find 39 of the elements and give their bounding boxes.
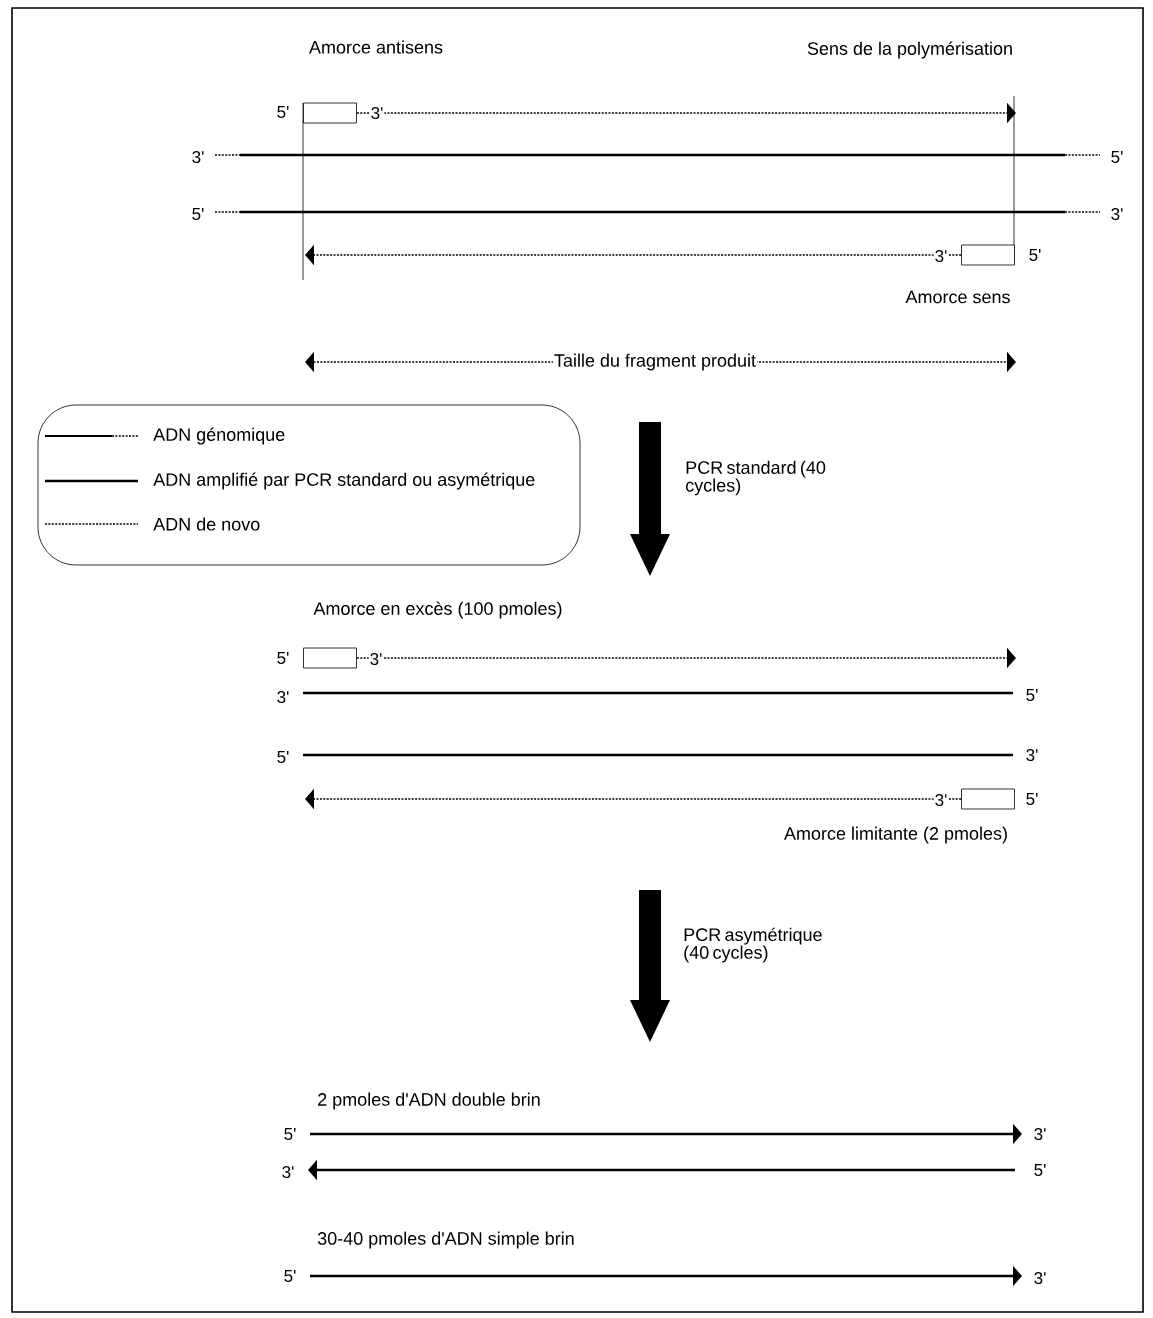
end-label: 5' [1024,792,1040,806]
step-label: PCR asymétrique (40 cycles) [684,927,822,963]
primer-label: Amorce en excès (100 pmoles) [312,600,564,620]
legend-text: ADN amplifié par PCR standard ou asymétrique [153,472,535,490]
primer-box [303,647,357,669]
primer-box [961,244,1015,266]
step-label: PCR standard (40 cycles) [685,460,826,496]
end-label: 5' [275,105,291,119]
end-label: 5' [1027,248,1043,262]
primer-box [961,788,1015,810]
primer-label: Amorce antisens [307,39,445,55]
dimension-label: Taille du fragment produit [552,352,758,372]
label: 2 pmoles d'ADN double brin [318,1092,540,1110]
end-label: 3' [1111,208,1123,221]
end-label: 5' [284,1128,296,1140]
end-label: 3' [192,151,204,164]
end-label: 5' [1026,689,1038,701]
end-label: 3' [1034,1272,1046,1285]
primer-label: Amorce sens [904,289,1012,305]
legend-text: ADN de novo [153,517,260,531]
legend-text: ADN génomique [153,427,285,445]
end-label: 3' [368,652,384,667]
end-label: 3' [282,1166,294,1179]
end-label: 5' [284,1270,296,1282]
end-label: 3' [369,106,385,121]
end-label: 5' [1111,151,1123,163]
end-label: 5' [192,208,204,220]
end-label: 5' [275,651,291,665]
primer-label: Amorce limitante (2 pmoles) [782,825,1010,845]
end-label: 3' [933,793,949,808]
end-label: 3' [1034,1128,1046,1141]
end-label: 5' [277,751,289,763]
label: Sens de la polymérisation [807,41,1012,59]
label: 30-40 pmoles d'ADN simple brin [317,1231,574,1249]
end-label: 3' [1026,749,1038,762]
end-label: 3' [933,249,949,264]
end-label: 3' [277,691,289,704]
primer-box [303,102,357,124]
end-label: 5' [1034,1164,1046,1176]
